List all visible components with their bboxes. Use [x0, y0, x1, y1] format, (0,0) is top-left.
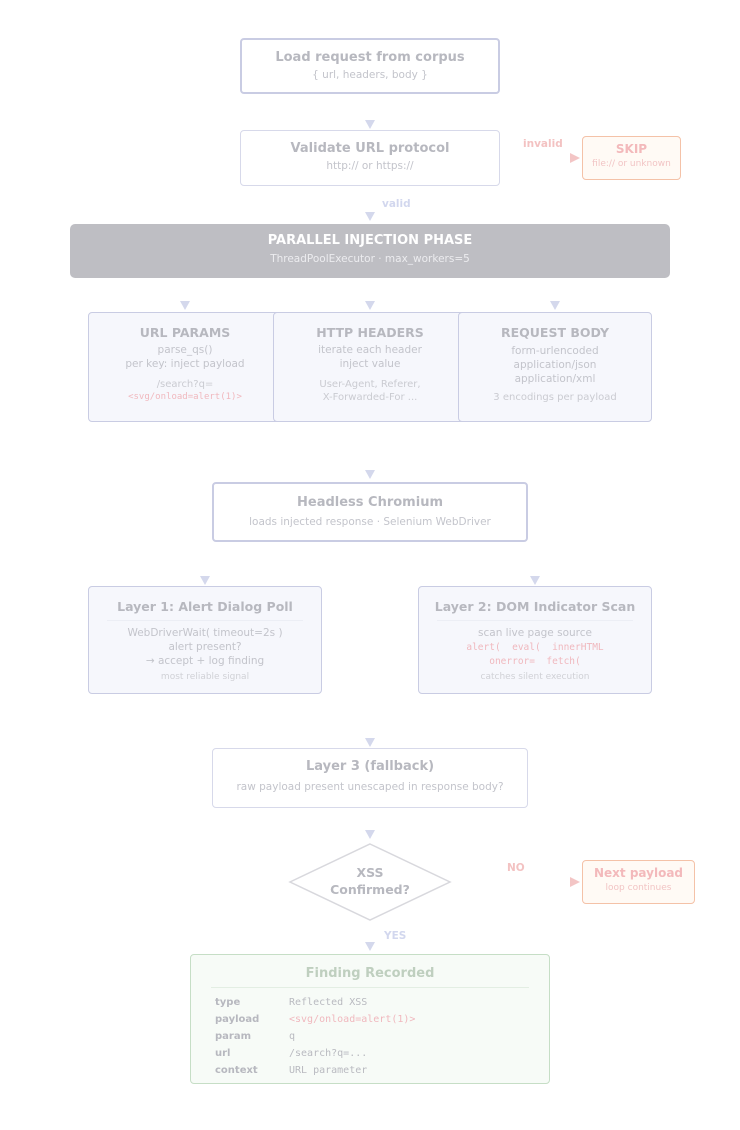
arrow-yes-finding [365, 942, 375, 951]
finding-row: context URL parameter [215, 1062, 415, 1079]
arrow-parallel-body [550, 301, 560, 310]
url-params-line-2: per key: inject payload [125, 358, 245, 370]
validate-sub: http:// or https:// [326, 160, 414, 172]
invalid-label: invalid [523, 138, 563, 150]
yes-label: YES [384, 930, 407, 942]
finding-value: /search?q=... [289, 1048, 368, 1059]
http-headers-title: HTTP HEADERS [316, 325, 424, 340]
parallel-title: PARALLEL INJECTION PHASE [267, 233, 473, 248]
request-body-line-2: application/json [513, 359, 597, 371]
finding-node: Finding Recorded type Reflected XSS paylo… [190, 954, 550, 1084]
layer2-divider [437, 620, 633, 621]
decision-diamond [288, 843, 452, 921]
finding-row: payload <svg/onload=alert(1)> [215, 1011, 415, 1028]
layer1-line-2: alert present? [168, 641, 242, 653]
request-body-line-3: application/xml [514, 373, 596, 385]
http-headers-example-2: X-Forwarded-For ... [322, 392, 418, 403]
decision-line-2: Confirmed? [330, 882, 410, 897]
load-request-sub: { url, headers, body } [312, 69, 428, 81]
chromium-sub: loads injected response · Selenium WebDr… [249, 516, 491, 528]
finding-row: type Reflected XSS [215, 994, 415, 1011]
url-params-example-code: <svg/onload=alert(1)> [128, 392, 242, 402]
finding-key: url [215, 1048, 231, 1059]
skip-node: SKIP file:// or unknown [582, 136, 681, 180]
arrow-load-validate [365, 120, 375, 129]
request-body-note: 3 encodings per payload [493, 392, 617, 403]
finding-value: <svg/onload=alert(1)> [289, 1014, 416, 1025]
request-body-title: REQUEST BODY [500, 325, 610, 340]
next-payload-title: Next payload [593, 866, 684, 880]
finding-row: url/search?q=... [215, 1045, 415, 1062]
arrow-invalid-skip [570, 153, 580, 163]
parallel-phase-band: PARALLEL INJECTION PHASE ThreadPoolExecu… [70, 224, 670, 278]
layer1-line-1: WebDriverWait( timeout=2s ) [127, 627, 283, 639]
layer2-note: catches silent execution [480, 672, 590, 682]
finding-key: context [215, 1065, 258, 1076]
http-headers-example: User-Agent, Referer, [319, 379, 421, 390]
next-payload-node: Next payload loop continues [582, 860, 695, 904]
finding-divider [211, 987, 529, 988]
chromium-node: Headless Chromium loads injected respons… [212, 482, 528, 542]
layer3-node: Layer 3 (fallback) raw payload present u… [212, 748, 528, 808]
finding-table: type Reflected XSS payload <svg/onload=ale… [215, 994, 415, 1079]
request-body-line-1: form-urlencoded [511, 345, 599, 357]
finding-value: q [289, 1031, 296, 1042]
arrow-no-next [570, 877, 580, 887]
layer2-title: Layer 2: DOM Indicator Scan [434, 599, 636, 614]
load-request-title: Load request from corpus [275, 50, 465, 65]
parallel-sub: ThreadPoolExecutor · max_workers=5 [270, 253, 470, 265]
arrow-chromium-layer2 [530, 576, 540, 585]
finding-key: param [215, 1031, 252, 1042]
layer2-code-2: onerror= fetch( [489, 656, 581, 667]
validate-title: Validate URL protocol [290, 141, 450, 156]
url-params-example: /search?q= [156, 379, 214, 390]
url-params-node: URL PARAMS parse_qs() per key: inject pa… [88, 312, 282, 422]
url-params-line-1: parse_qs() [157, 344, 213, 356]
layer1-title: Layer 1: Alert Dialog Poll [117, 599, 293, 614]
arrow-layers-layer3 [365, 738, 375, 747]
next-payload-sub: loop continues [605, 883, 672, 893]
http-headers-line-1: iterate each header [318, 344, 422, 356]
request-body-node: REQUEST BODY form-urlencoded application… [458, 312, 652, 422]
http-headers-line-2: inject value [339, 358, 401, 370]
finding-title: Finding Recorded [305, 966, 435, 981]
chromium-title: Headless Chromium [297, 495, 443, 510]
finding-value: URL parameter [289, 1065, 368, 1076]
layer2-code-1: alert( eval( innerHTML [466, 642, 604, 653]
layer1-note: most reliable signal [160, 672, 250, 682]
valid-label: valid [382, 198, 411, 210]
arrow-injection-chromium [365, 470, 375, 479]
finding-key: type [215, 997, 241, 1008]
finding-key: payload [215, 1014, 260, 1025]
arrow-parallel-url [180, 301, 190, 310]
load-request-node: Load request from corpus { url, headers,… [240, 38, 500, 94]
layer1-node: Layer 1: Alert Dialog Poll WebDriverWait… [88, 586, 322, 694]
layer1-line-3: → accept + log finding [145, 655, 265, 667]
layer2-node: Layer 2: DOM Indicator Scan scan live pa… [418, 586, 652, 694]
skip-sub: file:// or unknown [592, 159, 671, 169]
finding-value: Reflected XSS [289, 997, 368, 1008]
layer1-divider [107, 620, 303, 621]
layer2-line: scan live page source [478, 627, 592, 639]
decision-line-1: XSS [356, 865, 384, 880]
layer3-title: Layer 3 (fallback) [305, 759, 435, 774]
no-label: NO [507, 862, 525, 874]
arrow-parallel-headers [365, 301, 375, 310]
arrow-layer3-decision [365, 830, 375, 839]
validate-node: Validate URL protocol http:// or https:/… [240, 130, 500, 186]
arrow-validate-parallel [365, 212, 375, 221]
layer3-sub: raw payload present unescaped in respons… [236, 781, 504, 793]
url-params-title: URL PARAMS [139, 325, 231, 340]
http-headers-node: HTTP HEADERS iterate each header inject … [273, 312, 467, 422]
finding-row: param q [215, 1028, 415, 1045]
arrow-chromium-layer1 [200, 576, 210, 585]
skip-title: SKIP [615, 142, 648, 156]
